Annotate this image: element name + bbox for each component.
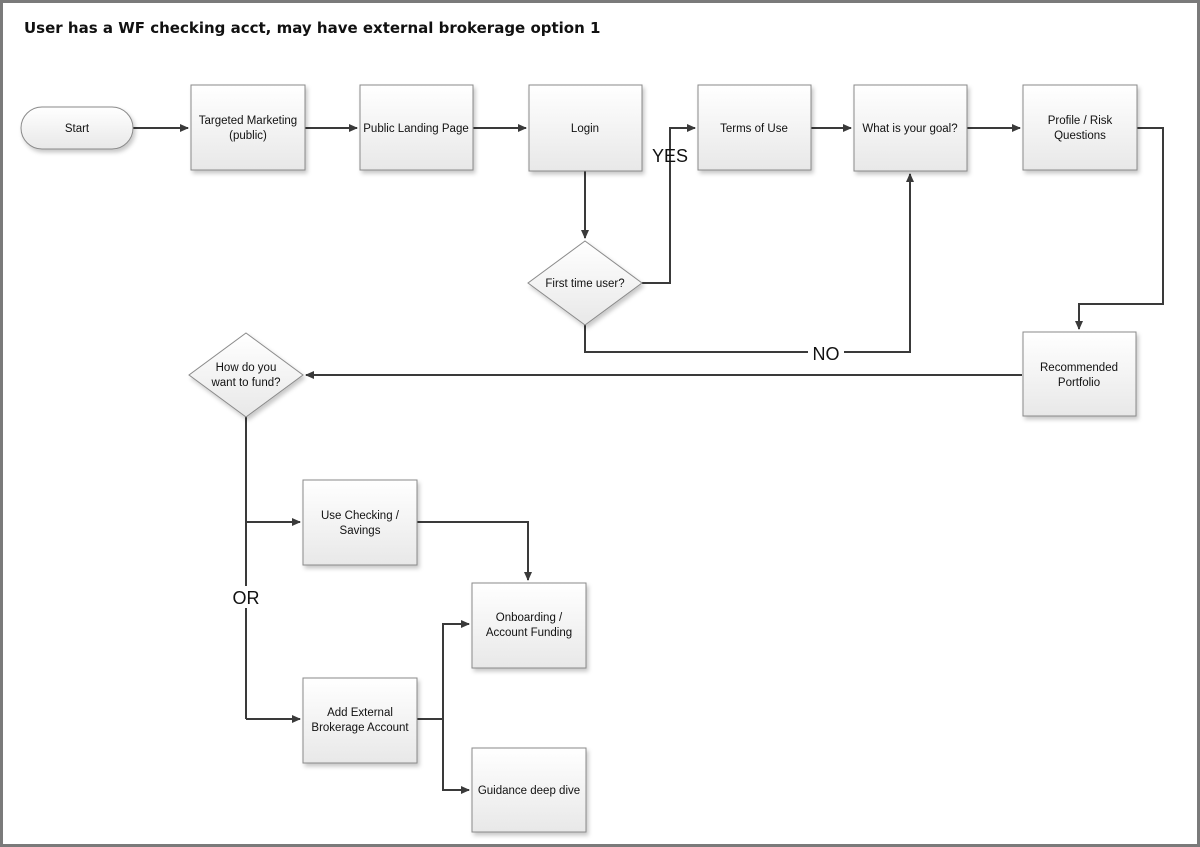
node-terms-of-use: Terms of Use [697,84,812,171]
connectors [133,124,1164,794]
diagram-title: User has a WF checking acct, may have ex… [24,19,601,37]
node-targeted-marketing: Targeted Marketing (public) [190,84,306,171]
node-terms-of-use-label: Terms of Use [720,123,788,135]
node-profile-risk-line2: Questions [1054,130,1106,142]
node-recommended-line2: Portfolio [1058,377,1100,389]
node-use-checking-line2: Savings [340,525,381,537]
node-profile-risk-line1: Profile / Risk [1048,115,1113,127]
arrow-external-to-guidance [442,719,470,794]
arrow-yes-to-terms [642,124,696,284]
node-use-checking-line1: Use Checking / [321,510,400,522]
node-start: Start [20,106,134,150]
arrow-profile-to-recommended [1075,127,1164,330]
node-login-label: Login [571,123,599,135]
node-guidance: Guidance deep dive [471,747,587,833]
node-targeted-marketing-line1: Targeted Marketing [199,115,297,127]
node-login: Login [528,84,643,172]
node-recommended-portfolio: Recommended Portfolio [1022,331,1137,417]
node-onboarding-line1: Onboarding / [496,612,563,624]
node-public-landing-page-label: Public Landing Page [363,123,469,135]
node-goal: What is your goal? [853,84,968,172]
node-targeted-marketing-line2: (public) [229,130,267,142]
label-or: OR [233,588,260,608]
node-goal-label: What is your goal? [862,123,957,135]
arrow-external-to-onboarding [442,620,470,719]
node-fund-line2: want to fund? [210,377,280,389]
node-add-external-line2: Brokerage Account [311,722,409,734]
label-or-background [230,586,262,608]
node-onboarding-line2: Account Funding [486,627,572,639]
node-use-checking: Use Checking / Savings [302,479,418,566]
node-recommended-line1: Recommended [1040,362,1118,374]
node-first-time-user: First time user? [527,240,643,326]
node-guidance-label: Guidance deep dive [478,785,580,797]
node-onboarding: Onboarding / Account Funding [471,582,587,669]
arrow-checking-to-onboarding [417,521,532,581]
node-add-external: Add External Brokerage Account [302,677,418,764]
node-fund-decision: How do you want to fund? [188,332,304,418]
node-profile-risk: Profile / Risk Questions [1022,84,1138,171]
node-fund-line1: How do you [216,362,277,374]
node-start-label: Start [65,123,90,135]
label-no-background [808,343,844,363]
node-first-time-user-label: First time user? [545,278,624,290]
label-no: NO [813,344,840,364]
node-public-landing-page: Public Landing Page [359,84,474,171]
label-yes: YES [652,146,688,166]
arrow-no-to-goal [584,173,914,353]
node-add-external-line1: Add External [327,707,393,719]
